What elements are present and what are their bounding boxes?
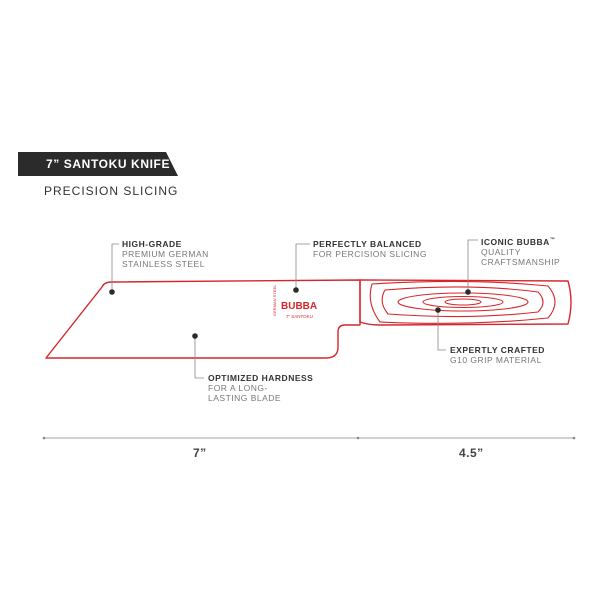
dot-balance xyxy=(293,287,299,293)
leader-grip xyxy=(437,310,446,351)
leader-bubba xyxy=(467,239,478,292)
trademark-mark: ™ xyxy=(549,237,556,243)
callout-balance: PERFECTLY BALANCED FOR PERCISION SLICING xyxy=(313,239,427,259)
knife-logo-steel: GERMAN STEEL xyxy=(272,284,277,316)
blade-length-label: 7” xyxy=(193,446,207,460)
callout-bubba: ICONIC BUBBA™ QUALITY CRAFTSMANSHIP xyxy=(481,235,560,267)
callout-bubba-head: ICONIC BUBBA xyxy=(481,236,550,247)
callout-grip-head: EXPERTLY CRAFTED xyxy=(450,345,545,355)
callout-steel: HIGH-GRADE PREMIUM GERMAN STAINLESS STEE… xyxy=(122,239,209,269)
callout-bubba-line2: CRAFTSMANSHIP xyxy=(481,256,561,267)
grip-contours xyxy=(369,280,556,324)
knife-logo-brand: BUBBA xyxy=(281,301,317,312)
dot-hardness xyxy=(192,333,198,339)
handle-outline xyxy=(359,279,572,326)
tick-mid xyxy=(356,436,360,440)
callout-steel-head: HIGH-GRADE xyxy=(122,239,182,249)
dimension-ticks xyxy=(42,436,576,440)
callout-bubba-head-line: ICONIC BUBBA™ xyxy=(481,235,560,247)
dot-grip xyxy=(435,307,441,313)
callout-hardness: OPTIMIZED HARDNESS FOR A LONG- LASTING B… xyxy=(208,373,313,403)
title-banner-shape xyxy=(18,152,178,176)
callout-steel-line1: PREMIUM GERMAN xyxy=(122,249,209,259)
tick-start xyxy=(42,436,46,440)
tick-end xyxy=(572,436,576,440)
dot-steel xyxy=(109,289,115,295)
page-title: 7” SANTOKU KNIFE xyxy=(46,157,171,171)
callout-bubba-line1: QUALITY xyxy=(481,246,521,257)
blade-outline xyxy=(45,279,361,359)
grip-contour-3 xyxy=(397,292,529,312)
callout-hardness-line1: FOR A LONG- xyxy=(208,383,268,393)
title-banner: 7” SANTOKU KNIFE xyxy=(18,152,178,176)
leader-balance xyxy=(295,243,310,290)
callout-hardness-line2: LASTING BLADE xyxy=(208,393,282,403)
callout-dots xyxy=(109,287,471,339)
grip-contour-4 xyxy=(422,295,504,309)
callout-balance-line1: FOR PERCISION SLICING xyxy=(313,249,427,259)
callout-balance-head: PERFECTLY BALANCED xyxy=(313,239,422,249)
leader-steel xyxy=(111,243,119,292)
knife-logo-model: 7” SANTOKU xyxy=(286,314,313,319)
leader-hardness xyxy=(194,336,204,379)
callout-steel-line2: STAINLESS STEEL xyxy=(122,259,205,269)
page-subtitle: PRECISION SLICING xyxy=(44,184,179,198)
dot-bubba xyxy=(465,289,471,295)
grip-contour-1 xyxy=(369,280,556,324)
callout-grip-line1: G10 GRIP MATERIAL xyxy=(450,355,542,365)
callout-leaders xyxy=(111,239,478,379)
grip-contour-5 xyxy=(444,298,482,306)
handle-length-label: 4.5” xyxy=(459,446,484,460)
callout-grip: EXPERTLY CRAFTED G10 GRIP MATERIAL xyxy=(450,345,545,365)
grip-contour-2 xyxy=(381,286,544,318)
callout-hardness-head: OPTIMIZED HARDNESS xyxy=(208,373,314,383)
